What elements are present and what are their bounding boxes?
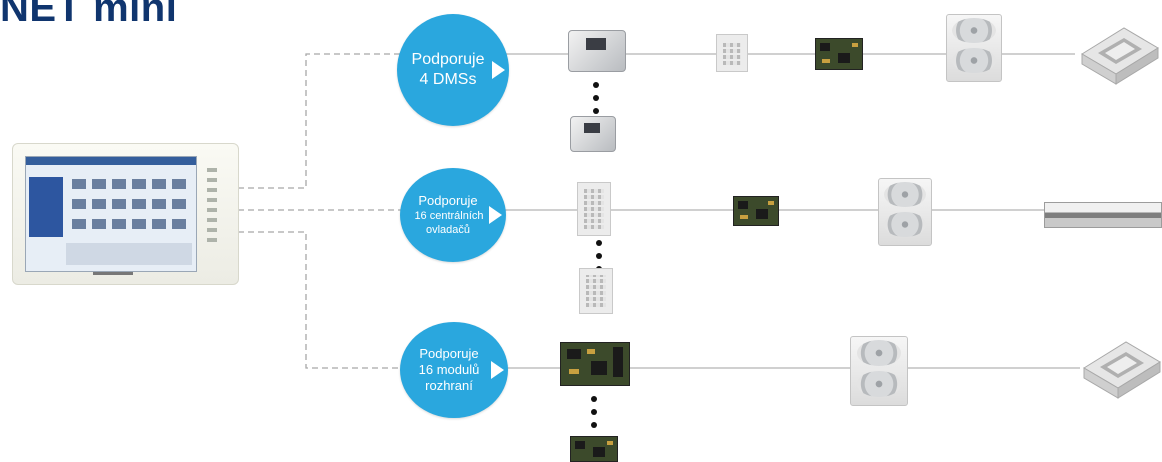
branch-interface-modules-circle: Podporuje 16 modulů rozhraní: [400, 322, 508, 418]
branch-central-line-1: Podporuje: [418, 193, 478, 208]
outdoor-unit-icon: [850, 336, 908, 406]
play-arrow-icon: [489, 206, 502, 224]
central-controller-panel-icon: [579, 268, 613, 314]
page-title: NET mini: [0, 0, 178, 30]
central-controller-panel-icon: [716, 34, 748, 72]
central-controller-panel-icon: [577, 182, 611, 236]
outdoor-unit-icon: [878, 178, 932, 246]
branch-central-line-3: ovladačů: [425, 224, 471, 236]
branch-dms-circle: Podporuje 4 DMSs: [397, 14, 509, 126]
ceiling-cassette-unit-icon: [1081, 27, 1159, 85]
outdoor-unit-icon: [946, 14, 1002, 82]
play-arrow-icon: [491, 361, 504, 379]
dms-unit-icon: [568, 30, 626, 72]
branch-modules-line-2: 16 modulů: [418, 362, 480, 377]
ceiling-cassette-unit-icon: [1083, 341, 1161, 399]
branch-modules-line-3: rozhraní: [425, 378, 473, 393]
duct-unit-icon: [1044, 202, 1162, 228]
dms-unit-icon: [570, 116, 616, 152]
interface-module-board-icon: [733, 196, 779, 226]
ellipsis-dots-icon: [593, 82, 599, 121]
interface-module-board-icon: [570, 436, 618, 462]
play-arrow-icon: [492, 61, 505, 79]
branch-dms-line-1: Podporuje: [411, 51, 485, 68]
ellipsis-dots-icon: [591, 396, 597, 435]
interface-module-board-icon: [560, 342, 630, 386]
branch-dms-line-2: 4 DMSs: [419, 71, 477, 88]
branch-central-line-2: 16 centrálních: [414, 210, 484, 222]
dashed-link-1: [238, 53, 402, 189]
branch-modules-line-1: Podporuje: [419, 346, 479, 361]
branch-central-controllers-circle: Podporuje 16 centrálních ovladačů: [400, 168, 506, 262]
touch-screen-controller-icon: [12, 143, 239, 285]
dashed-link-3: [238, 231, 402, 369]
interface-module-board-icon: [815, 38, 863, 70]
